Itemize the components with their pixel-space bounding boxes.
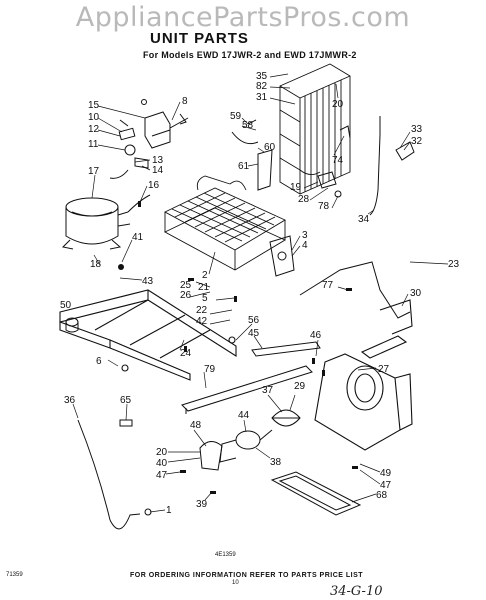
part-label-12: 12 [88,124,100,135]
brace-rail-drawing [251,341,321,357]
part-label-21: 21 [198,282,210,293]
part-label-8: 8 [182,96,188,107]
part-label-3: 3 [302,230,308,241]
base-frame-drawing [59,289,237,381]
fan-motor-drawing [199,409,301,471]
drain-tube-drawing [369,116,415,216]
ordering-info-footer: FOR ORDERING INFORMATION REFER TO PARTS … [130,572,364,579]
part-label-14: 14 [152,165,164,176]
part-label-78: 78 [318,201,330,212]
support-rail-drawing [181,365,313,414]
part-label-39: 39 [196,499,208,510]
part-label-49: 49 [380,468,392,479]
part-label-61: 61 [238,161,250,172]
part-label-27: 27 [378,364,390,375]
part-label-47-right: 47 [380,480,392,491]
part-label-31: 31 [256,92,268,103]
part-label-29: 29 [294,381,306,392]
part-label-36: 36 [64,395,76,406]
part-labels: 15 10 12 11 8 13 14 17 16 18 41 35 82 31… [60,71,460,516]
watermark: AppliancePartsPros.com [75,2,411,33]
part-label-26: 26 [180,290,192,301]
part-label-22: 22 [196,305,208,316]
part-label-20: 20 [332,99,344,110]
part-label-40: 40 [156,458,168,469]
page-code: 71359 [6,572,23,578]
power-cord-drawing [77,419,152,530]
part-label-2: 2 [202,270,208,281]
part-label-30: 30 [410,288,422,299]
evaporator-coil-drawing [279,63,351,195]
part-label-11: 11 [88,139,99,150]
part-label-58: 58 [242,120,254,131]
models-line: For Models EWD 17JWR-2 and EWD 17JMWR-2 [143,50,357,60]
part-label-15: 15 [88,100,100,111]
leader-lines [72,73,449,513]
condenser-tube-drawing [299,261,411,319]
figure-code: 4E1359 [215,552,236,558]
part-label-60: 60 [264,142,276,153]
condenser-coil-drawing [164,175,286,271]
fan-shroud-drawing [269,235,295,277]
part-label-16: 16 [148,180,160,191]
part-label-74: 74 [332,155,344,166]
part-label-47-left: 47 [156,470,168,481]
part-label-45: 45 [248,328,260,339]
part-label-4: 4 [302,240,308,251]
part-label-82: 82 [256,81,268,92]
screws-drawing [118,201,358,494]
part-label-10: 10 [88,112,100,123]
part-label-50: 50 [60,300,72,311]
part-label-79: 79 [204,364,216,375]
part-label-34: 34 [358,214,370,225]
part-label-56: 56 [248,315,260,326]
part-label-65: 65 [120,395,132,406]
drain-pan-drawing [270,471,362,516]
part-label-35: 35 [256,71,268,82]
part-label-18: 18 [90,259,102,270]
part-label-48: 48 [190,420,202,431]
part-label-23: 23 [448,259,460,270]
part-label-42: 42 [196,316,208,327]
page-number: 10 [232,580,239,586]
part-label-24: 24 [180,348,192,359]
part-label-68: 68 [376,490,388,501]
part-label-19: 19 [290,182,302,193]
part-label-32: 32 [411,136,423,147]
part-label-41: 41 [132,232,144,243]
part-label-43: 43 [142,276,154,287]
part-label-46: 46 [310,330,322,341]
diagram-title: UNIT PARTS [150,30,249,47]
part-label-44: 44 [238,410,250,421]
part-label-33: 33 [411,124,423,135]
part-label-25: 25 [180,280,192,291]
part-label-5: 5 [202,293,208,304]
part-label-17: 17 [88,166,100,177]
part-label-77: 77 [322,280,334,291]
part-label-37: 37 [262,385,274,396]
handwritten-note: 34-G-10 [330,584,383,599]
defrost-parts-drawing [231,119,351,198]
relay-overload-drawing [109,99,189,179]
part-label-1: 1 [166,505,172,516]
fan-bracket-drawing [314,299,413,451]
leveling-foot-drawing [65,317,79,333]
part-label-20-lower: 20 [156,447,168,458]
part-label-28: 28 [298,194,310,205]
part-label-38: 38 [270,457,282,468]
part-label-59: 59 [230,111,242,122]
part-label-6: 6 [96,356,102,367]
part-label-13: 13 [152,155,164,166]
